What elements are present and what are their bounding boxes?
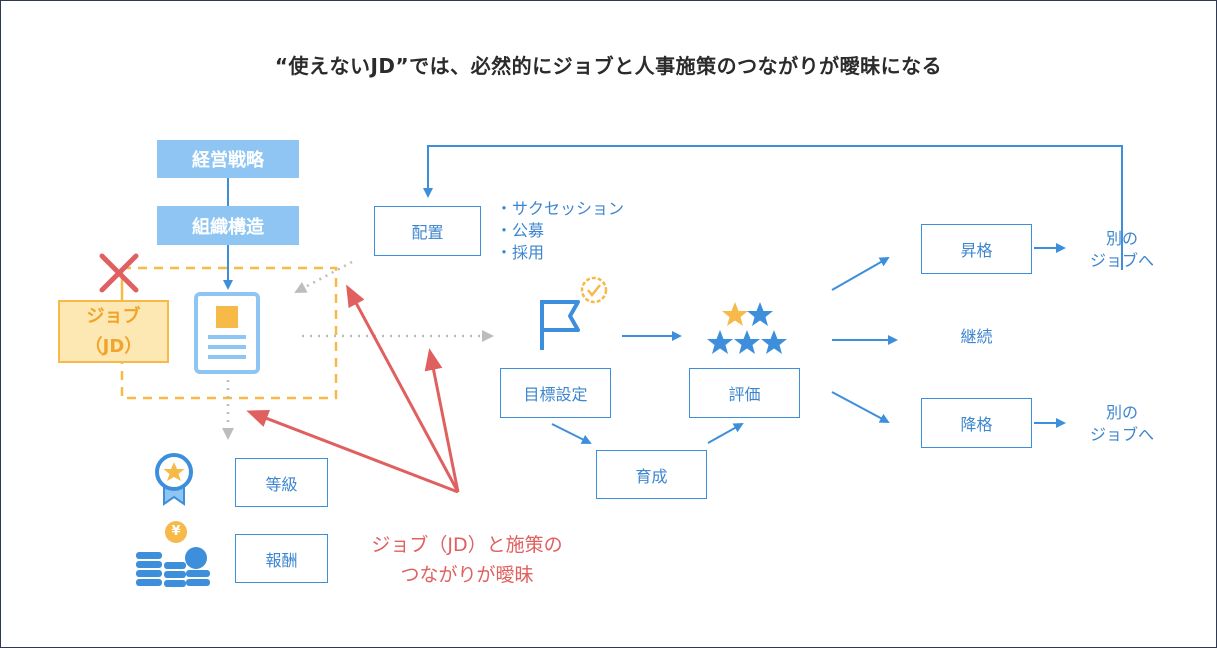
list-item: ・サクセッション	[496, 199, 625, 218]
compensation-box: 報酬	[235, 534, 328, 583]
other-job-label-bottom: 別の ジョブへ	[1066, 402, 1178, 446]
check-badge-icon	[580, 276, 608, 304]
other-job-label-top: 別の ジョブへ	[1066, 228, 1178, 272]
yen-symbol: ¥	[171, 524, 181, 539]
coins-icon	[136, 521, 210, 587]
demotion-box: 降格	[921, 398, 1032, 448]
placement-box: 配置	[374, 206, 481, 256]
evaluation-to-promotion-arrow	[831, 257, 890, 291]
flag-icon	[540, 300, 580, 350]
development-box: 育成	[596, 450, 707, 499]
continuation-label: 継続	[960, 327, 993, 346]
goal-to-development-arrow	[551, 423, 592, 444]
red-arrow-to-jd-top	[346, 284, 460, 493]
job-description-box: ジョブ （JD）	[58, 300, 169, 363]
jd-label-line2: （JD）	[84, 335, 143, 357]
promotion-box: 昇格	[921, 224, 1032, 274]
evaluation-box: 評価	[689, 368, 800, 418]
other-job-line: ジョブへ	[1089, 251, 1154, 270]
other-job-line: 別の	[1105, 229, 1138, 248]
strategy-box: 経営戦略	[157, 140, 299, 178]
document-icon	[194, 292, 260, 374]
ambiguity-note-line2: つながりが曖昧	[400, 564, 534, 586]
medal-icon	[155, 453, 193, 506]
jd-label-line1: ジョブ	[86, 305, 141, 327]
placement-items-list: ・サクセッション ・公募 ・採用	[496, 198, 666, 264]
cross-icon	[99, 253, 139, 293]
red-arrow-to-dotted-line	[424, 348, 460, 493]
ambiguity-note: ジョブ（JD）と施策の つながりが曖昧	[338, 530, 596, 590]
list-item: ・公募	[496, 221, 545, 240]
ambiguity-note-line1: ジョブ（JD）と施策の	[371, 534, 563, 556]
list-item: ・採用	[496, 243, 545, 262]
structure-box: 組織構造	[157, 206, 299, 245]
page-title: “使えないJD”では、必然的にジョブと人事施策のつながりが曖昧になる	[274, 54, 943, 78]
evaluation-to-demotion-arrow	[831, 391, 890, 423]
development-to-evaluation-arrow	[707, 423, 744, 444]
other-job-line: 別の	[1105, 403, 1138, 422]
jd-group-dashed-border	[120, 266, 338, 400]
placement-to-jd-dotted-arrow	[294, 260, 353, 294]
rating-stars-icon	[707, 302, 787, 354]
red-arrow-to-jd-bottom	[246, 410, 459, 494]
feedback-loop-arrow	[423, 145, 1123, 270]
other-job-line: ジョブへ	[1089, 425, 1154, 444]
grade-box: 等級	[235, 458, 328, 507]
goal-setting-box: 目標設定	[500, 368, 611, 418]
